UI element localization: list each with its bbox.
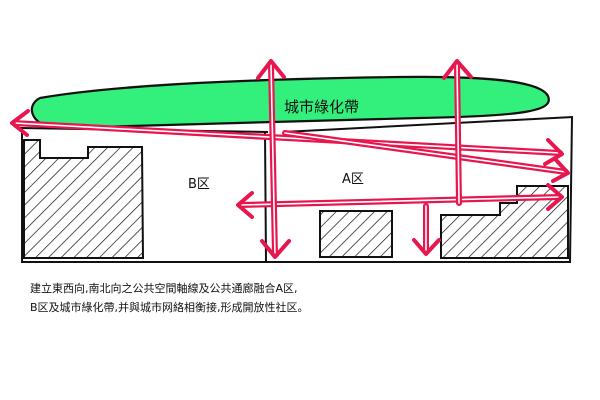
building-right — [440, 185, 569, 259]
building-left — [23, 139, 145, 259]
caption-line-1: 建立東西向,南北向之公共空間軸線及公共通廊融合A区, — [30, 282, 298, 295]
building-center — [319, 210, 393, 258]
zone-b-label: B区 — [188, 177, 210, 192]
diagonal-axis-arrow — [282, 130, 570, 183]
south-arrow-zone-a — [412, 203, 441, 256]
diagram-caption: 建立東西向,南北向之公共空間軸線及公共通廊融合A区, B区及城市綠化帶,并與城市… — [30, 279, 390, 317]
zone-a-label: A区 — [342, 172, 364, 187]
green-belt-label: 城市綠化帶 — [284, 98, 359, 116]
north-south-axis-arrow-right — [442, 59, 473, 206]
lower-east-west-axis-arrow — [236, 183, 564, 219]
axis-arrows — [10, 59, 570, 259]
caption-line-2: B区及城市綠化帶,并與城市网絡相衡接,形成開放性社区。 — [30, 301, 309, 314]
east-west-axis-arrow — [10, 109, 564, 166]
green-belt: 城市綠化帶 — [30, 75, 550, 130]
zone-divider — [264, 131, 267, 263]
north-south-axis-arrow-left — [256, 59, 291, 259]
